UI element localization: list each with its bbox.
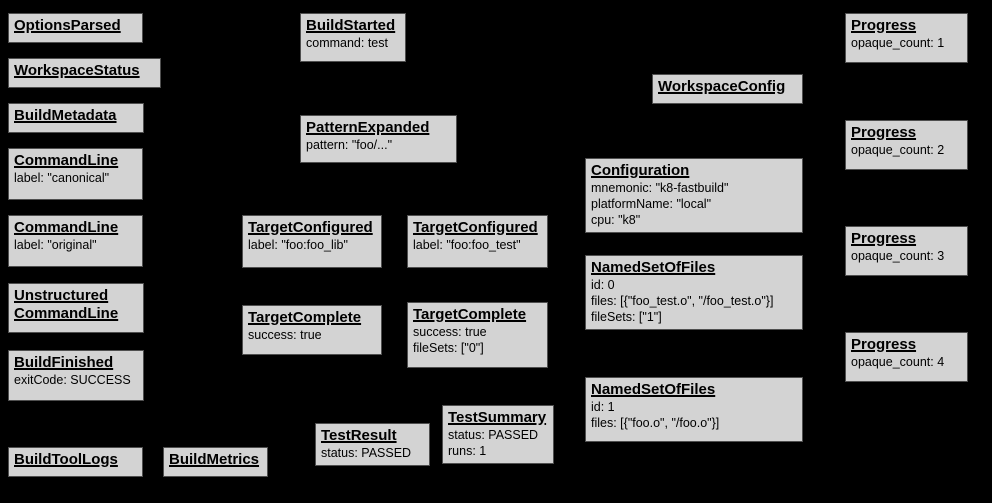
node-field: label: "original" xyxy=(14,238,97,252)
node-title: OptionsParsed xyxy=(14,17,121,34)
node-field: id: 1 xyxy=(591,400,615,414)
node-title: WorkspaceConfig xyxy=(658,78,786,95)
node-build-finished: BuildFinished exitCode: SUCCESS xyxy=(8,350,144,401)
node-field: runs: 1 xyxy=(448,444,487,458)
node-field: id: 0 xyxy=(591,278,615,292)
node-field: opaque_count: 1 xyxy=(851,36,945,50)
node-workspace-config: WorkspaceConfig xyxy=(652,74,803,104)
node-configuration: Configuration mnemonic: "k8-fastbuild" pla… xyxy=(585,158,803,233)
node-field: label: "foo:foo_test" xyxy=(413,238,521,252)
node-progress-4: Progress opaque_count: 4 xyxy=(845,332,968,382)
node-field: exitCode: SUCCESS xyxy=(14,373,131,387)
node-pattern-expanded: PatternExpanded pattern: "foo/..." xyxy=(300,115,457,163)
node-field: command: test xyxy=(306,36,388,50)
node-command-line-canonical: CommandLine label: "canonical" xyxy=(8,148,143,200)
node-title: Configuration xyxy=(591,162,690,179)
node-field: success: true xyxy=(248,328,322,342)
node-build-metrics: BuildMetrics xyxy=(163,447,268,477)
node-title: TestResult xyxy=(321,427,397,444)
node-field: files: [{"foo.o", "/foo.o"}] xyxy=(591,416,720,430)
node-options-parsed: OptionsParsed xyxy=(8,13,143,43)
node-named-set-of-files-0: NamedSetOfFiles id: 0 files: [{"foo_test.o… xyxy=(585,255,803,330)
node-title: WorkspaceStatus xyxy=(14,62,140,79)
node-command-line-original: CommandLine label: "original" xyxy=(8,215,143,267)
node-title: Progress xyxy=(851,230,917,247)
node-build-metadata: BuildMetadata xyxy=(8,103,144,133)
node-field: platformName: "local" xyxy=(591,197,712,211)
node-title: Progress xyxy=(851,124,917,141)
node-field: files: [{"foo_test.o", "/foo_test.o"}] xyxy=(591,294,774,308)
node-progress-3: Progress opaque_count: 3 xyxy=(845,226,968,276)
node-title: TargetConfigured xyxy=(248,219,373,236)
node-build-tool-logs: BuildToolLogs xyxy=(8,447,143,477)
node-title: BuildStarted xyxy=(306,17,396,34)
node-title: NamedSetOfFiles xyxy=(591,381,716,398)
node-unstructured-command-line: Unstructured CommandLine xyxy=(8,283,144,333)
node-field: fileSets: ["0"] xyxy=(413,341,484,355)
node-target-complete-foo-test: TargetComplete success: true fileSets: ["0… xyxy=(407,302,548,368)
node-title: CommandLine xyxy=(14,152,119,169)
node-title: CommandLine xyxy=(14,219,119,236)
node-title: NamedSetOfFiles xyxy=(591,259,716,276)
node-build-started: BuildStarted command: test xyxy=(300,13,406,62)
node-field: opaque_count: 3 xyxy=(851,249,945,263)
node-field: pattern: "foo/..." xyxy=(306,138,393,152)
node-progress-1: Progress opaque_count: 1 xyxy=(845,13,968,63)
node-title: Unstructured CommandLine xyxy=(14,287,119,322)
node-title: TestSummary xyxy=(448,409,547,426)
node-field: success: true xyxy=(413,325,487,339)
node-field: cpu: "k8" xyxy=(591,213,641,227)
node-title: TargetComplete xyxy=(413,306,527,323)
node-test-summary: TestSummary status: PASSED runs: 1 xyxy=(442,405,554,464)
node-field: mnemonic: "k8-fastbuild" xyxy=(591,181,729,195)
node-field: fileSets: ["1"] xyxy=(591,310,662,324)
node-field: label: "canonical" xyxy=(14,171,110,185)
node-title: TargetConfigured xyxy=(413,219,538,236)
node-title: BuildToolLogs xyxy=(14,451,118,468)
node-title: PatternExpanded xyxy=(306,119,430,136)
node-workspace-status: WorkspaceStatus xyxy=(8,58,161,88)
node-target-configured-foo-lib: TargetConfigured label: "foo:foo_lib" xyxy=(242,215,382,268)
node-target-configured-foo-test: TargetConfigured label: "foo:foo_test" xyxy=(407,215,548,268)
node-title: BuildMetrics xyxy=(169,451,260,468)
node-title: TargetComplete xyxy=(248,309,362,326)
node-field: status: PASSED xyxy=(321,446,412,460)
node-field: opaque_count: 4 xyxy=(851,355,945,369)
node-named-set-of-files-1: NamedSetOfFiles id: 1 files: [{"foo.o", "/… xyxy=(585,377,803,442)
node-title: Progress xyxy=(851,336,917,353)
node-target-complete-foo-lib: TargetComplete success: true xyxy=(242,305,382,355)
node-title: BuildMetadata xyxy=(14,107,117,124)
node-field: opaque_count: 2 xyxy=(851,143,945,157)
node-test-result: TestResult status: PASSED xyxy=(315,423,430,466)
node-progress-2: Progress opaque_count: 2 xyxy=(845,120,968,170)
node-field: status: PASSED xyxy=(448,428,539,442)
node-title: BuildFinished xyxy=(14,354,114,371)
node-title: Progress xyxy=(851,17,917,34)
node-field: label: "foo:foo_lib" xyxy=(248,238,348,252)
